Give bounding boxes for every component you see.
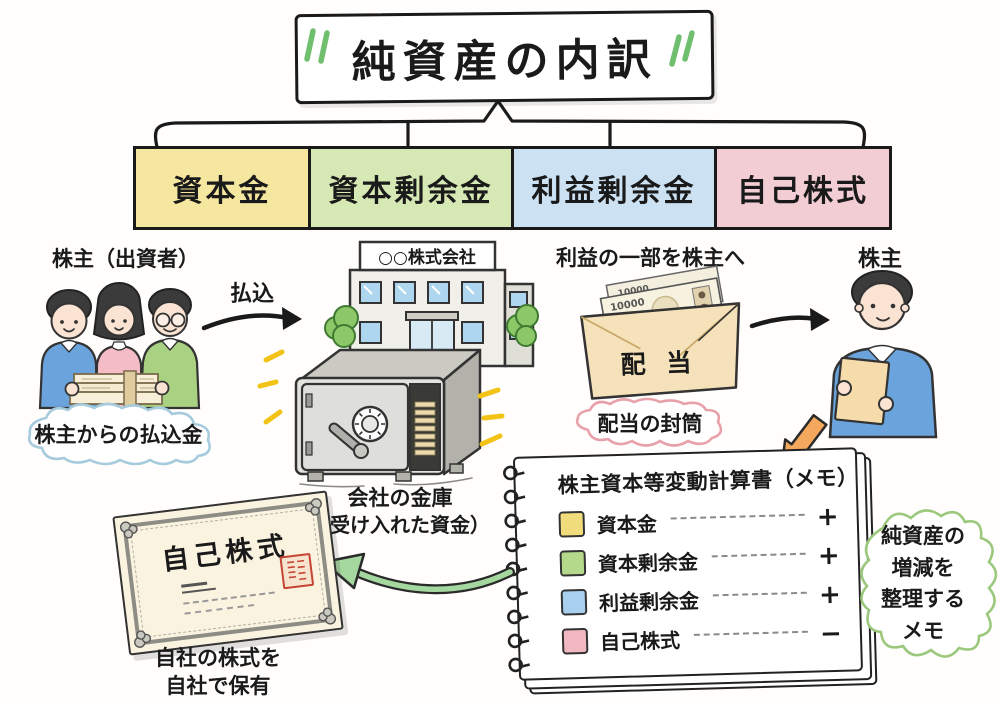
safe-caption-line2: （受け入れた資金） (310, 513, 490, 538)
category-jiko-kabushiki: 自己株式 (714, 149, 889, 227)
corner-flourish-icon (318, 607, 337, 625)
certificate-caption: 自社の株式を 自社で保有 (155, 646, 281, 699)
shareholders-label: 株主（出資者） (52, 247, 199, 271)
sign-minus: − (819, 618, 843, 650)
payment-label: 払込 (230, 282, 275, 307)
dividend-envelope-icon: 10000 10000 配 当 (580, 265, 741, 400)
payment-bubble-text: 株主からの払込金 (34, 423, 203, 447)
green-return-arrow-icon (322, 552, 515, 595)
category-shihon-joyokin: 資本剰余金 (308, 149, 511, 227)
notebook-row: 資本剰余金 + (559, 540, 842, 578)
quote-accent-left-icon (304, 28, 330, 64)
notebook-title: 株主資本等変動計算書（メモ） (557, 465, 859, 498)
spiral-binding-icon (503, 465, 531, 673)
quote-accent-right-icon (669, 30, 695, 67)
envelope-label: 配 当 (620, 348, 698, 380)
category-band: 資本金 資本剰余金 利益剰余金 自己株式 (133, 146, 892, 230)
money-bundle-icon (69, 370, 163, 408)
safe-caption: 会社の金庫 （受け入れた資金） (300, 484, 500, 539)
sign-plus: + (817, 540, 841, 572)
legend-swatch-blue (560, 588, 588, 616)
notebook-row: 資本金 + (558, 501, 841, 539)
notebook: 株主資本等変動計算書（メモ） 資本金 + 資本剰余金 + 利益剰余金 + (503, 447, 878, 695)
category-rieki-joyokin: 利益剰余金 (511, 149, 714, 227)
payment-bubble-icon (27, 402, 211, 466)
legend-swatch-yellow (558, 510, 586, 538)
sign-plus: + (816, 501, 839, 533)
notebook-page: 株主資本等変動計算書（メモ） 資本金 + 資本剰余金 + 利益剰余金 + (512, 447, 864, 681)
dividend-bubble-text: 配当の封筒 (597, 412, 703, 436)
corner-flourish-icon (304, 498, 322, 516)
sparkle-right-icon (477, 387, 505, 447)
memo-bubble-text: 純資産の 増減を 整理する メモ (881, 524, 965, 643)
notebook-row: 利益剰余金 + (560, 579, 844, 617)
page-title: 純資産の内訳 (351, 34, 658, 89)
money-safe-icon (294, 348, 482, 488)
corner-flourish-icon (134, 630, 152, 648)
dividend-arrow-icon (749, 308, 830, 331)
page-title-box: 純資産の内訳 (294, 9, 715, 105)
red-seal-icon (279, 552, 315, 590)
sparkle-left-icon (257, 349, 285, 425)
bracket-icon (153, 99, 867, 149)
corner-flourish-icon (119, 521, 138, 539)
category-shihonkin: 資本金 (136, 149, 308, 227)
sign-plus: + (818, 579, 842, 611)
shareholders-illustration (38, 282, 201, 410)
notebook-row: 自己株式 − (561, 618, 845, 656)
building-sign: ○○株式会社 (378, 247, 476, 268)
stock-certificate: 自己株式 (112, 490, 344, 656)
legend-swatch-pink (561, 627, 589, 655)
dividend-bubble-icon (575, 397, 723, 447)
legend-swatch-green (559, 549, 587, 577)
shareholder-label: 株主 (858, 247, 903, 272)
safe-caption-line1: 会社の金庫 (347, 486, 453, 510)
payment-arrow-icon (201, 307, 302, 331)
shareholder-illustration (828, 270, 938, 439)
memo-bubble-icon (860, 509, 998, 658)
